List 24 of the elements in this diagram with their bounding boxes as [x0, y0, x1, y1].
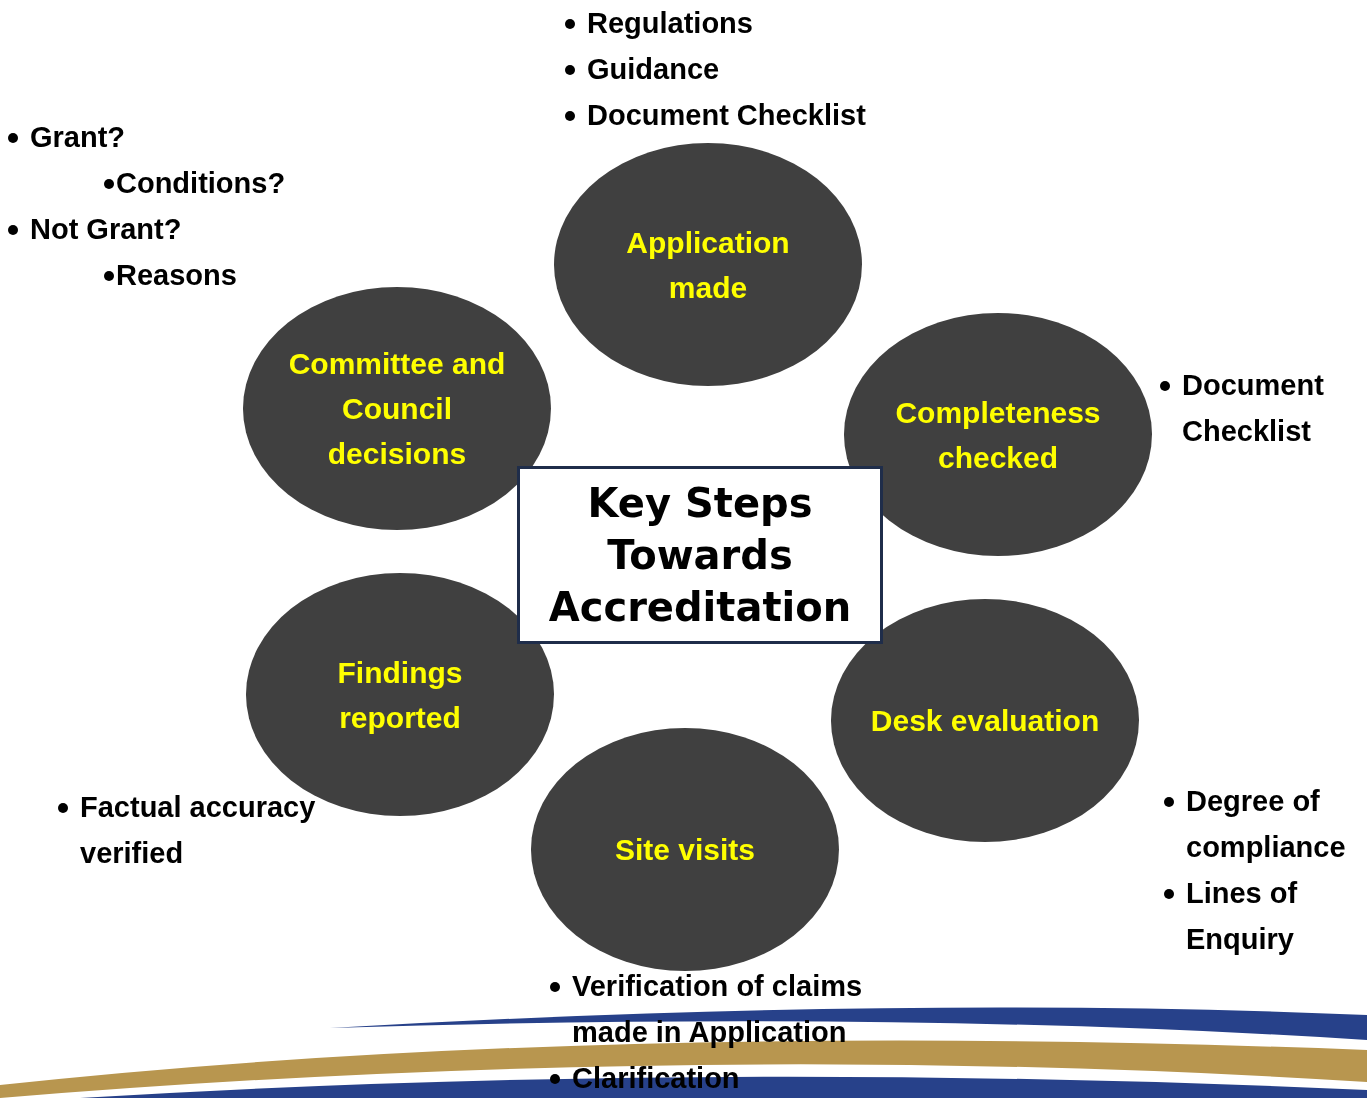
step-ellipse	[242, 286, 552, 531]
step-label: Findings reported	[336, 654, 464, 736]
bullet-text: Guidance	[587, 52, 720, 87]
bullet-text: Verification of claims made in Application	[572, 969, 864, 1050]
step-label: Completeness checked	[894, 394, 1102, 476]
bullet-text: Conditions?	[116, 166, 286, 201]
bullet-text: Lines of Enquiry	[1186, 876, 1299, 957]
step-ellipse	[843, 312, 1153, 557]
title-text: Key Steps Towards Accreditation	[547, 479, 853, 632]
step-label: Application made	[625, 224, 791, 306]
step-ellipse	[553, 142, 863, 387]
bullet-text: Reasons	[116, 258, 237, 293]
bullet-text: Factual accuracy verified	[80, 790, 317, 871]
step-label: Desk evaluation	[869, 703, 1101, 739]
bullet-text: Grant?	[30, 120, 126, 155]
step-label: Site visits	[613, 832, 757, 868]
title-box	[517, 466, 883, 644]
bullet-text: Degree of compliance	[1186, 784, 1347, 865]
bullet-text: Regulations	[587, 6, 753, 41]
bullet-text: Document Checklist	[1182, 368, 1325, 449]
bullet-text: Document Checklist	[587, 98, 866, 133]
bullet-text: Not Grant?	[30, 212, 182, 247]
step-ellipse	[530, 727, 840, 972]
step-label: Committee and Council decisions	[287, 346, 507, 472]
